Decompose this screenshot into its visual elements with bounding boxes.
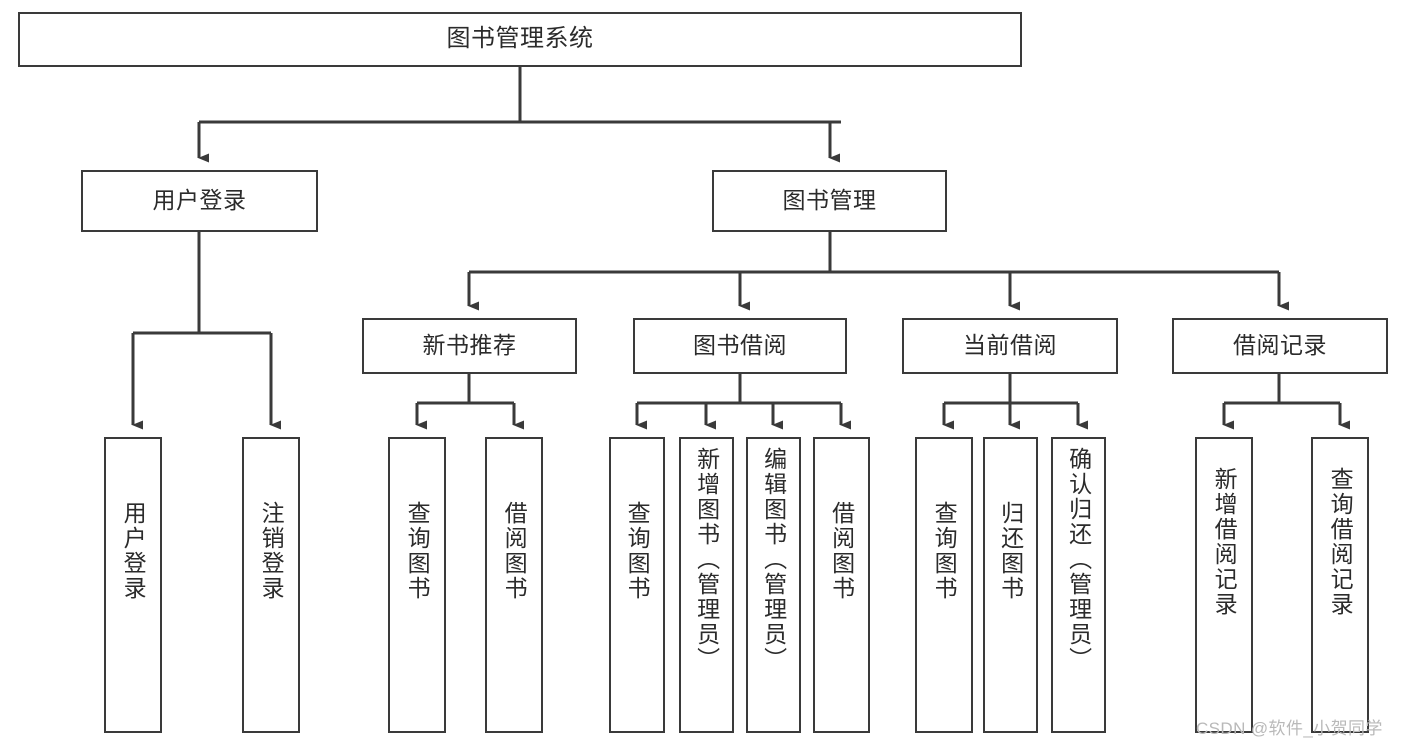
node-label: 查询图书 xyxy=(404,501,431,601)
node-leaf-edit-book[interactable]: 编辑图书（管理员） xyxy=(746,437,801,733)
node-label: 新书推荐 xyxy=(422,332,517,359)
node-book-borrow[interactable]: 图书借阅 xyxy=(633,318,847,374)
node-borrow-record[interactable]: 借阅记录 xyxy=(1172,318,1388,374)
node-leaf-query-book-2[interactable]: 查询图书 xyxy=(609,437,665,733)
node-label: 新增图书（管理员） xyxy=(693,447,720,672)
node-label: 查询图书 xyxy=(931,501,958,601)
node-book-management[interactable]: 图书管理 xyxy=(712,170,947,232)
node-label: 借阅图书 xyxy=(501,501,528,601)
node-label: 借阅图书 xyxy=(828,501,855,601)
node-leaf-add-book[interactable]: 新增图书（管理员） xyxy=(679,437,734,733)
node-new-book-recommend[interactable]: 新书推荐 xyxy=(362,318,577,374)
node-leaf-borrow-book-2[interactable]: 借阅图书 xyxy=(813,437,870,733)
node-current-borrow[interactable]: 当前借阅 xyxy=(902,318,1118,374)
node-label: 归还图书 xyxy=(997,501,1024,601)
node-label: 编辑图书（管理员） xyxy=(760,447,787,672)
node-leaf-user-login[interactable]: 用户登录 xyxy=(104,437,162,733)
node-leaf-borrow-book-1[interactable]: 借阅图书 xyxy=(485,437,543,733)
node-label: 借阅记录 xyxy=(1233,332,1327,359)
node-label: 图书管理系统 xyxy=(446,25,594,53)
node-label: 当前借阅 xyxy=(963,332,1057,359)
node-label: 查询借阅记录 xyxy=(1327,467,1354,617)
node-label: 用户登录 xyxy=(120,501,147,601)
node-leaf-query-book-3[interactable]: 查询图书 xyxy=(915,437,973,733)
watermark-text: CSDN @软件_小贺同学 xyxy=(1196,719,1383,738)
node-label: 查询图书 xyxy=(624,501,651,601)
node-leaf-query-book-1[interactable]: 查询图书 xyxy=(388,437,446,733)
node-leaf-logout-login[interactable]: 注销登录 xyxy=(242,437,300,733)
node-leaf-return-book[interactable]: 归还图书 xyxy=(983,437,1038,733)
node-label: 注销登录 xyxy=(258,501,285,601)
node-label: 用户登录 xyxy=(152,187,247,214)
node-label: 确认归还（管理员） xyxy=(1065,447,1092,672)
node-root-system[interactable]: 图书管理系统 xyxy=(18,12,1022,67)
node-leaf-confirm-return[interactable]: 确认归还（管理员） xyxy=(1051,437,1106,733)
node-label: 新增借阅记录 xyxy=(1211,467,1238,617)
node-user-login[interactable]: 用户登录 xyxy=(81,170,318,232)
node-leaf-query-record[interactable]: 查询借阅记录 xyxy=(1311,437,1369,733)
node-label: 图书借阅 xyxy=(693,332,787,359)
node-leaf-add-record[interactable]: 新增借阅记录 xyxy=(1195,437,1253,733)
node-label: 图书管理 xyxy=(782,187,877,214)
